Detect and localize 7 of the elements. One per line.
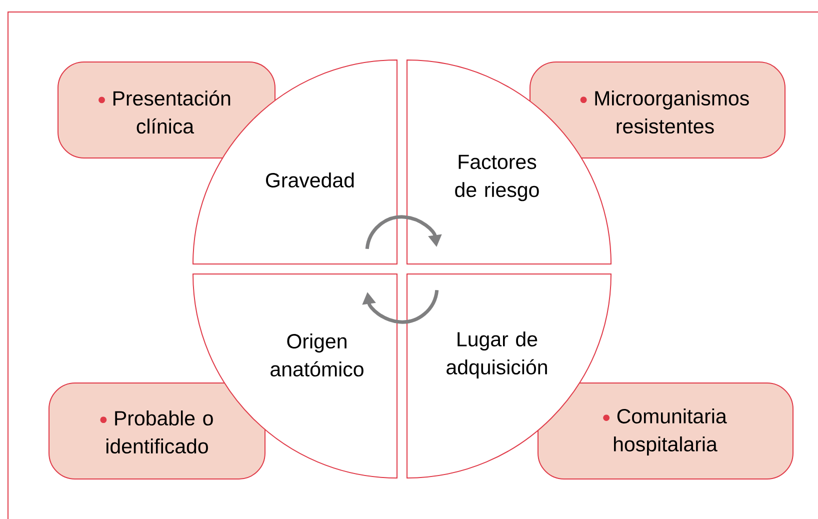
rounded-box: Comunitaria hospitalaria (538, 382, 794, 480)
cycle-arrow (362, 290, 439, 324)
rounded-box: Microorganismos resistentes (530, 62, 786, 158)
rounded-box: Probable o identificado (48, 382, 266, 480)
cycle-arrow (365, 215, 442, 250)
quadrant: Lugar de adquisición (406, 274, 612, 478)
rounded-box: Presentación clínica (58, 62, 276, 158)
